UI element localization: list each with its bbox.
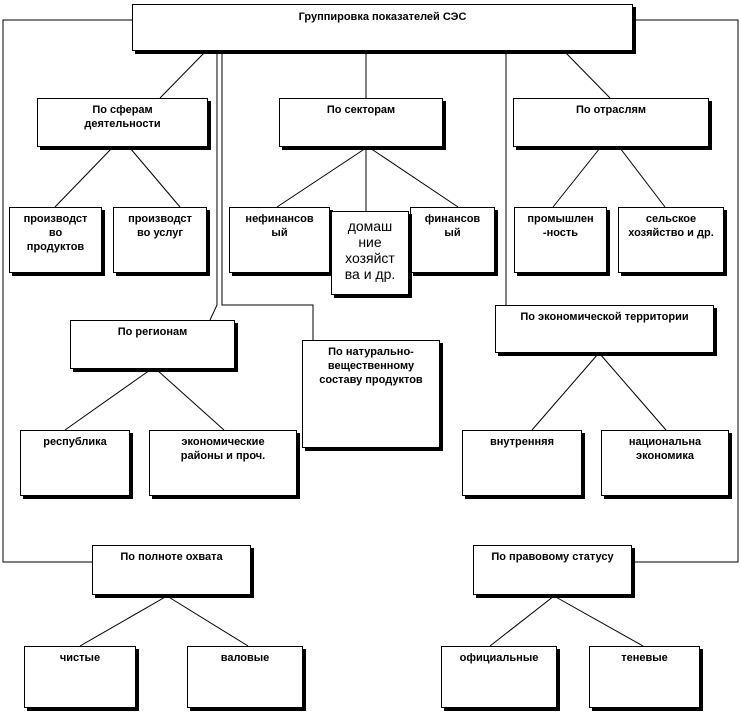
natural-label: По натурально-вещественному составу прод… [319, 346, 423, 386]
regions-box: По регионам [70, 320, 235, 369]
legal-label: По правовому статусу [491, 551, 614, 563]
coverage-child-gross-label: валовые [220, 652, 270, 664]
territory-label: По экономической территории [520, 311, 689, 323]
sphere-box: По сферам деятельности [37, 98, 208, 147]
coverage-label: По полноте охвата [120, 551, 223, 563]
connector-sector-c3 [369, 147, 459, 208]
territory-child-national: национальна экономика [601, 430, 729, 496]
sphere-child-services-label: производст во услуг [128, 213, 192, 239]
connector-root-sphere [159, 51, 206, 99]
territory-child-domestic: внутренняя [462, 430, 582, 496]
connector-legal-c2 [553, 595, 644, 647]
connector-regions-c1 [64, 369, 151, 431]
connector-root-regions [209, 52, 218, 321]
regions-child-republic-label: республика [43, 436, 107, 448]
root-label: Группировка показателей СЭС [298, 11, 467, 23]
connector-coverage-c2 [166, 595, 249, 647]
sector-child-financial-label: финансов ый [424, 213, 481, 239]
industry-box: По отраслям [513, 98, 709, 147]
territory-child-domestic-label: внутренняя [489, 436, 554, 448]
coverage-child-gross: валовые [187, 646, 303, 708]
legal-child-official: официальные [441, 646, 557, 708]
connector-sphere-c1 [54, 147, 113, 208]
industry-label: По отраслям [575, 104, 646, 116]
connector-sector-c1 [276, 147, 367, 208]
sector-child-financial: финансов ый [410, 207, 495, 273]
sector-label: По секторам [326, 104, 396, 116]
sector-child-households-label: домаш ние хозяйст ва и др. [344, 218, 396, 282]
connector-root-natural [221, 52, 314, 340]
regions-child-republic: республика [20, 430, 130, 496]
natural-box: По натурально-вещественному составу прод… [302, 340, 440, 448]
territory-box: По экономической территории [495, 305, 714, 353]
connector-territory-c2 [599, 353, 667, 431]
connector-legal-c1 [489, 595, 555, 647]
legal-box: По правовому статусу [473, 545, 632, 595]
coverage-child-net: чистые [24, 646, 136, 708]
sector-child-nonfinancial: нефинансов ый [229, 207, 330, 273]
sphere-child-products: производст во продуктов [9, 207, 102, 273]
connector-industry-c2 [619, 147, 666, 208]
legal-child-shadow: теневые [589, 646, 700, 708]
legal-child-official-label: официальные [459, 652, 539, 664]
sector-child-households: домаш ние хозяйст ва и др. [331, 211, 409, 295]
connector-root-coverage [2, 19, 132, 563]
sphere-label: По сферам деятельности [84, 104, 161, 130]
legal-child-shadow-label: теневые [621, 652, 668, 664]
connector-coverage-c1 [79, 595, 168, 647]
connector-root-industry [564, 51, 611, 99]
territory-child-national-label: национальна экономика [628, 436, 702, 462]
connector-regions-c2 [156, 369, 225, 431]
root-box: Группировка показателей СЭС [132, 4, 633, 51]
coverage-child-net-label: чистые [59, 652, 101, 664]
regions-child-economic: экономические районы и проч. [149, 430, 297, 496]
connector-sphere-c2 [129, 147, 181, 208]
industry-child-manufacturing-label: промышлен -ность [527, 213, 594, 239]
sector-child-nonfinancial-label: нефинансов ый [245, 213, 314, 239]
sphere-child-products-label: производст во продуктов [23, 213, 88, 253]
regions-child-economic-label: экономические районы и проч. [180, 436, 266, 462]
industry-child-agriculture-label: сельское хозяйство и др. [628, 213, 714, 239]
connector-root-legal [632, 19, 739, 563]
sector-box: По секторам [279, 98, 443, 147]
connector-territory-c1 [531, 353, 599, 431]
coverage-box: По полноте охвата [92, 545, 251, 595]
sphere-child-services: производст во услуг [113, 207, 207, 273]
industry-child-manufacturing: промышлен -ность [514, 207, 607, 273]
industry-child-agriculture: сельское хозяйство и др. [618, 207, 724, 273]
regions-label: По регионам [117, 326, 188, 338]
connector-industry-c1 [552, 147, 601, 208]
